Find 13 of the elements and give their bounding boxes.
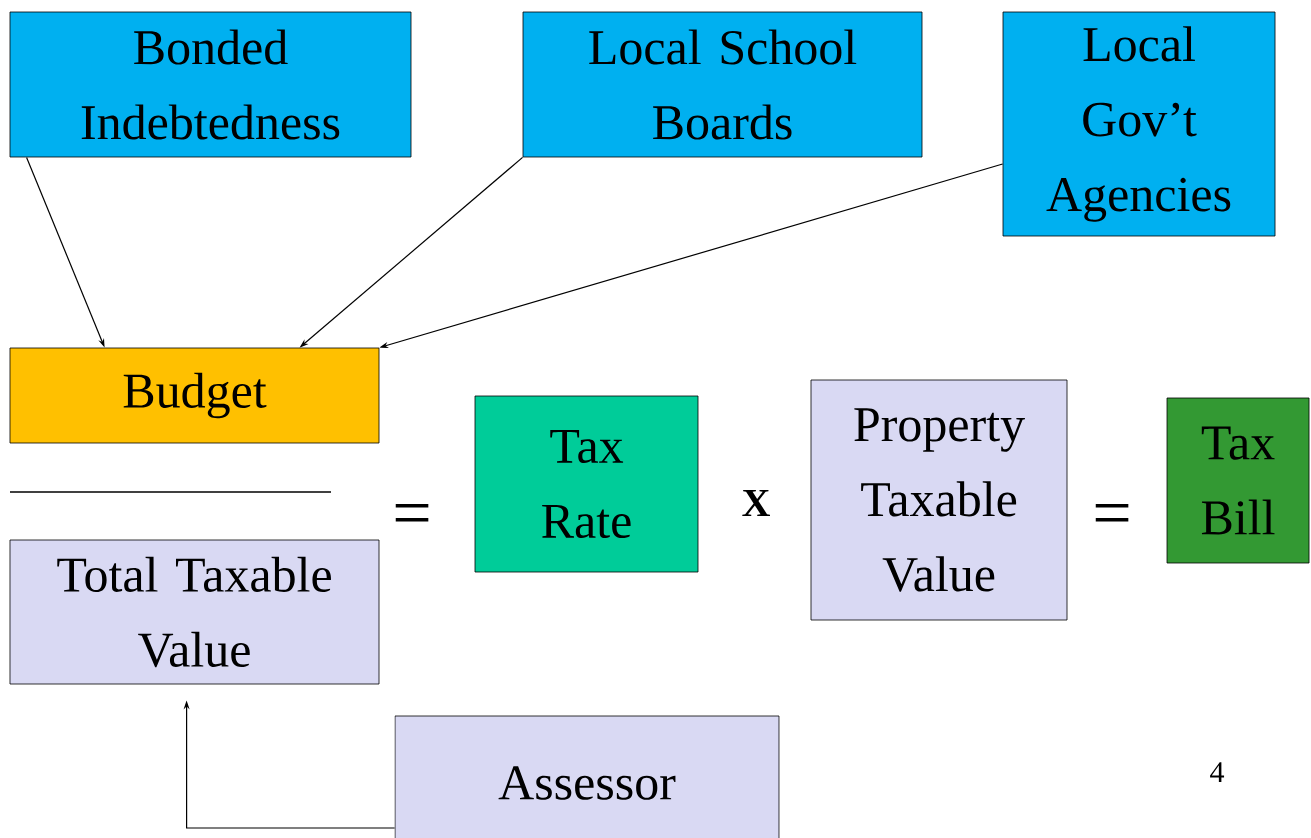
text-box: Local School Boards	[522, 11, 923, 158]
assessor-box: Assessor	[394, 715, 780, 838]
total-value-box: Total Taxable Value	[9, 539, 380, 685]
tax-bill-box: Tax Bill	[1166, 397, 1310, 564]
text-box: Property Taxable Value	[810, 379, 1068, 621]
page-number: 4	[1210, 762, 1225, 782]
text-box: Bonded Indebtedness	[9, 11, 412, 158]
equals-sign: =	[395, 504, 429, 522]
tax-rate-box: Tax Rate	[474, 395, 699, 573]
multiply-sign: X	[742, 489, 770, 517]
text-box: Local Gov’t Agencies	[1002, 11, 1276, 237]
budget-box: Budget	[9, 347, 380, 444]
equals-sign: =	[1095, 504, 1129, 522]
